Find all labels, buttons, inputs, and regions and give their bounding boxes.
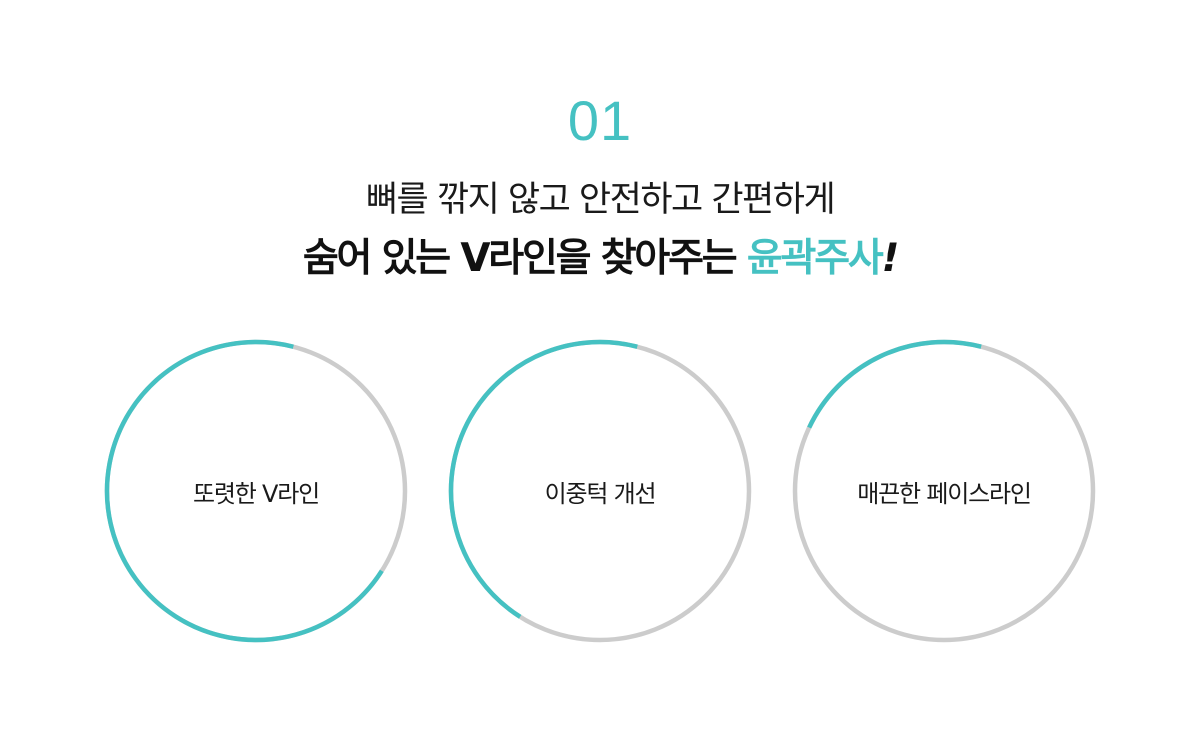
feature-circle-3-label: 매끈한 페이스라인 — [857, 479, 1032, 508]
headline-exclamation: ! — [881, 236, 900, 281]
feature-circle-3-progress-arc — [792, 339, 1096, 643]
feature-circle-2-progress-arc — [448, 339, 752, 643]
section-number: 01 — [567, 89, 633, 152]
headline-line-2-prefix: 숨어 있는 V라인을 찾아주는 — [302, 236, 747, 281]
feature-circle-1-ring — [104, 339, 408, 643]
feature-circle-1-label: 또렷한 V라인 — [192, 479, 320, 508]
feature-circle-1-progress-arc — [104, 339, 408, 643]
feature-circle-3-ring — [792, 339, 1096, 643]
headline-line-1: 뼈를 깎지 않고 안전하고 간편하게 — [365, 180, 836, 220]
feature-circle-2-label: 이중턱 개선 — [544, 479, 657, 508]
feature-circle-2-ring — [448, 339, 752, 643]
headline-highlight: 윤곽주사 — [746, 236, 884, 281]
feature-circle-1: 또렷한 V라인 — [104, 339, 408, 643]
headline-line-2: 숨어 있는 V라인을 찾아주는 윤곽주사! — [0, 232, 1200, 286]
feature-circle-2: 이중턱 개선 — [448, 339, 752, 643]
feature-circle-3: 매끈한 페이스라인 — [792, 339, 1096, 643]
